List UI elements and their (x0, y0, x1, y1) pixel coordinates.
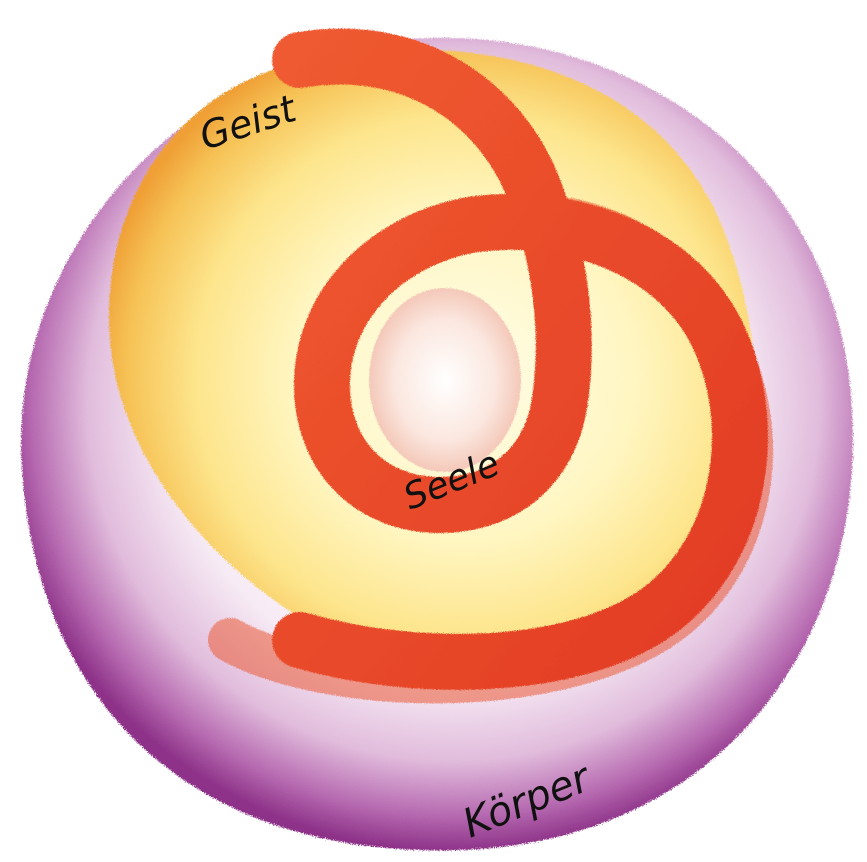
soul-center (369, 288, 521, 472)
